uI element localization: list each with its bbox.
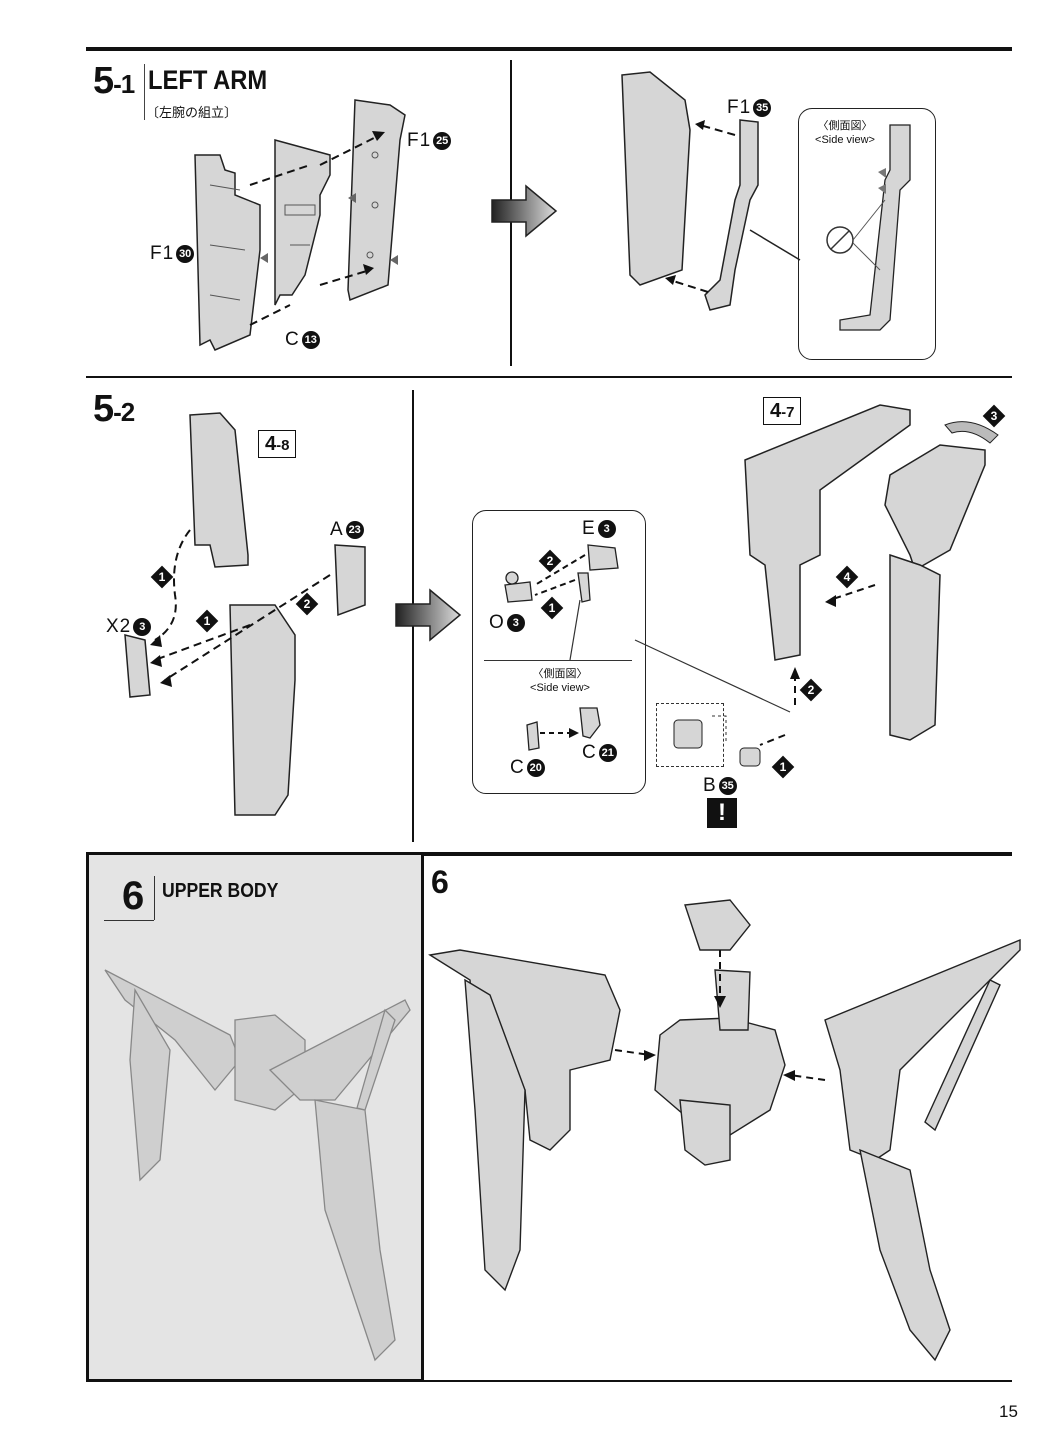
shoulder-side-view-caption-jp: 〈側面図〉 — [532, 668, 588, 680]
step-6-title-underline — [104, 920, 154, 921]
step-4-marker: 4 — [835, 565, 859, 589]
ref-4-8-box: 4-8 — [258, 430, 297, 458]
step-2-marker: 2 — [799, 678, 823, 702]
side-view-caption-jp: 〈側面図〉 — [817, 120, 873, 132]
callout-divider — [484, 660, 632, 661]
step-2-marker: 2 — [295, 592, 319, 616]
bottom-rule — [86, 1380, 1012, 1382]
shoulder-side-view-caption-en: <Side view> — [530, 681, 590, 694]
step-5-1-title: LEFT ARM — [148, 65, 268, 95]
step-1-marker: 1 — [540, 596, 564, 620]
proceed-arrow-icon — [491, 184, 558, 238]
step-1-marker: 1 — [150, 565, 174, 589]
left-arm-frame-illustration — [194, 99, 406, 351]
step-1-marker: 1 — [195, 609, 219, 633]
mid-rule — [86, 376, 1012, 378]
side-view-leader-line — [749, 229, 801, 261]
step-5-1-number: 5-1 — [93, 60, 135, 102]
shoulder-side-view-caption: 〈側面図〉 <Side view> — [515, 668, 605, 696]
arm-assembly-illustration — [744, 404, 999, 746]
top-rule — [86, 47, 1012, 51]
warning-icon: ! — [707, 798, 737, 828]
upper-body-assembly-illustration — [428, 899, 1021, 1362]
step-5-1-title-jp: 〔左腕の組立〕 — [146, 105, 238, 120]
shoulder-joint-illustration — [504, 544, 619, 603]
upper-body-completed-illustration — [104, 969, 411, 1362]
step-3-marker: 3 — [982, 404, 1006, 428]
side-view-illustration — [826, 124, 911, 331]
step-6-number: 6 — [431, 864, 449, 900]
step-6-panel-divider — [154, 876, 155, 920]
lower-top-rule — [86, 852, 1012, 856]
shoulder-side-view-illustration — [526, 707, 601, 751]
left-arm-assembled-illustration — [621, 71, 759, 311]
side-view-caption: 〈側面図〉 <Side view> — [800, 120, 890, 148]
step-5-1-title-divider — [144, 64, 145, 120]
arm-wing-subassembly-illustration — [124, 412, 366, 816]
step-1-marker: 1 — [771, 755, 795, 779]
proceed-arrow-icon — [395, 588, 462, 642]
polycap-detail-box — [656, 703, 724, 767]
step-2-marker: 2 — [538, 549, 562, 573]
side-view-caption-en: <Side view> — [815, 133, 875, 146]
page-number: 15 — [999, 1402, 1018, 1421]
step-6-title: UPPER BODY — [162, 880, 279, 902]
callout-leader-lines — [569, 599, 791, 713]
step-6-panel-number: 6 — [122, 874, 145, 918]
ref-4-7-box: 4-7 — [763, 397, 802, 425]
step-5-2-number: 5-2 — [93, 388, 135, 430]
polycap-illustration — [673, 715, 761, 767]
